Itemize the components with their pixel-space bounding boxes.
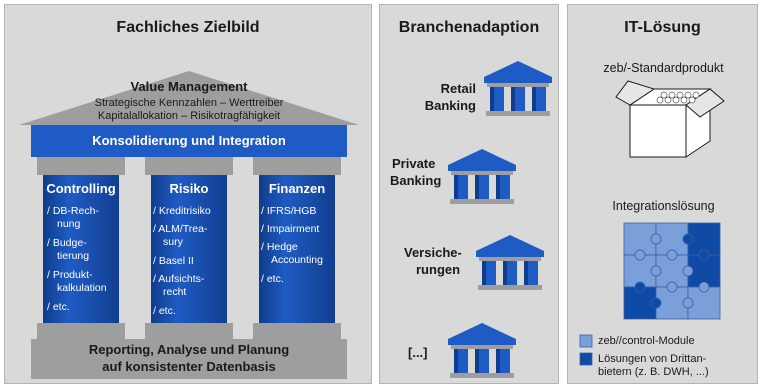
pillar-item: / DB-Rech- <box>47 205 99 217</box>
legend-swatch-third-party <box>579 352 593 366</box>
branch-versicherungen-line1: Versiche- <box>404 245 462 260</box>
it-graphics <box>579 80 725 366</box>
legend-label-third-party-2: bietern (z. B. DWH, ...) <box>598 366 709 378</box>
pillar-item: / Budge- <box>47 237 87 249</box>
base-controlling <box>37 323 125 339</box>
pillar-item: nung <box>57 218 81 230</box>
pillar-item: tierung <box>57 250 90 262</box>
panel-title-branchenadaption: Branchenadaption <box>398 19 540 36</box>
pillar-item: / etc. <box>47 301 70 313</box>
pillar-item: / Hedge <box>261 241 298 253</box>
roof-line2: Kapitalallokation – Risikotragfähigkeit <box>97 110 281 122</box>
foundation-block <box>31 339 347 379</box>
capital-risiko <box>145 157 233 175</box>
foundation-line2: auf konsistenter Datenbasis <box>102 359 276 374</box>
roof-line1: Strategische Kennzahlen – Werttreiber <box>94 97 284 109</box>
branch-private-line1: Private <box>392 156 436 171</box>
foundation-line1: Reporting, Analyse und Planung <box>88 342 290 357</box>
it-loesung-panel: IT-Lösung zeb/-Standardprodukt <box>567 4 758 384</box>
temple-icon-more <box>448 323 516 378</box>
product-box-icon <box>615 80 725 158</box>
pillar-item: Accounting <box>271 254 323 266</box>
capital-controlling <box>37 157 125 175</box>
mini-temples <box>448 61 552 378</box>
pillar-item: sury <box>163 236 183 248</box>
panel-title-it-loesung: IT-Lösung <box>624 19 701 36</box>
branch-retail-line1: Retail <box>440 81 476 96</box>
standardprodukt-label: zeb/-Standardprodukt <box>603 61 724 75</box>
capital-finanzen <box>253 157 341 175</box>
pillar-item: / Produkt- <box>47 269 93 281</box>
temple-icon-retail <box>484 61 552 116</box>
legend-swatch-zeb <box>579 334 593 348</box>
pillar-risiko <box>151 175 227 323</box>
pillar-item: / Aufsichts- <box>153 273 205 285</box>
beam-label: Konsolidierung und Integration <box>92 133 286 148</box>
panel-title-fachliches-zielbild: Fachliches Zielbild <box>116 19 260 36</box>
pillar-item: / Basel II <box>153 255 194 267</box>
roof-title: Value Management <box>130 79 248 94</box>
konsolidierung-beam <box>31 125 347 157</box>
pillar-finanzen <box>259 175 335 323</box>
pillar-item: / IFRS/HGB <box>261 205 317 217</box>
pillar-item: / Kreditrisiko <box>153 205 211 217</box>
pillar-item: / etc. <box>153 305 176 317</box>
legend-label-zeb: zeb//control-Module <box>598 335 695 347</box>
pillar-item: / etc. <box>261 273 284 285</box>
pillar-item: recht <box>163 286 187 298</box>
pillar-controlling <box>43 175 119 323</box>
branch-retail-line2: Banking <box>424 98 476 113</box>
legend-label-third-party-1: Lösungen von Drittan- <box>598 353 707 365</box>
base-finanzen <box>253 323 341 339</box>
temple-icon-private <box>448 149 516 204</box>
puzzle-icon <box>623 222 721 320</box>
branch-versicherungen-line2: rungen <box>416 262 461 277</box>
pillar-item: / ALM/Trea- <box>153 223 208 235</box>
pillar-item: kalkulation <box>57 282 107 294</box>
pillar-title-finanzen: Finanzen <box>268 181 326 196</box>
temple-icon-versicherungen <box>476 235 544 290</box>
pillar-title-controlling: Controlling <box>46 181 116 196</box>
temple-graphic <box>19 71 359 379</box>
pillar-item: / Impairment <box>261 223 320 235</box>
branchenadaption-panel: Branchenadaption <box>379 4 559 384</box>
base-risiko <box>145 323 233 339</box>
temple-roof <box>19 71 359 125</box>
integrationsloesung-label: Integrationslösung <box>612 199 715 213</box>
pillar-title-risiko: Risiko <box>169 181 209 196</box>
branch-more: [...] <box>408 345 428 360</box>
branch-private-line2: Banking <box>390 173 442 188</box>
fachliches-zielbild-panel: Fachliches Zielbild <box>4 4 372 384</box>
